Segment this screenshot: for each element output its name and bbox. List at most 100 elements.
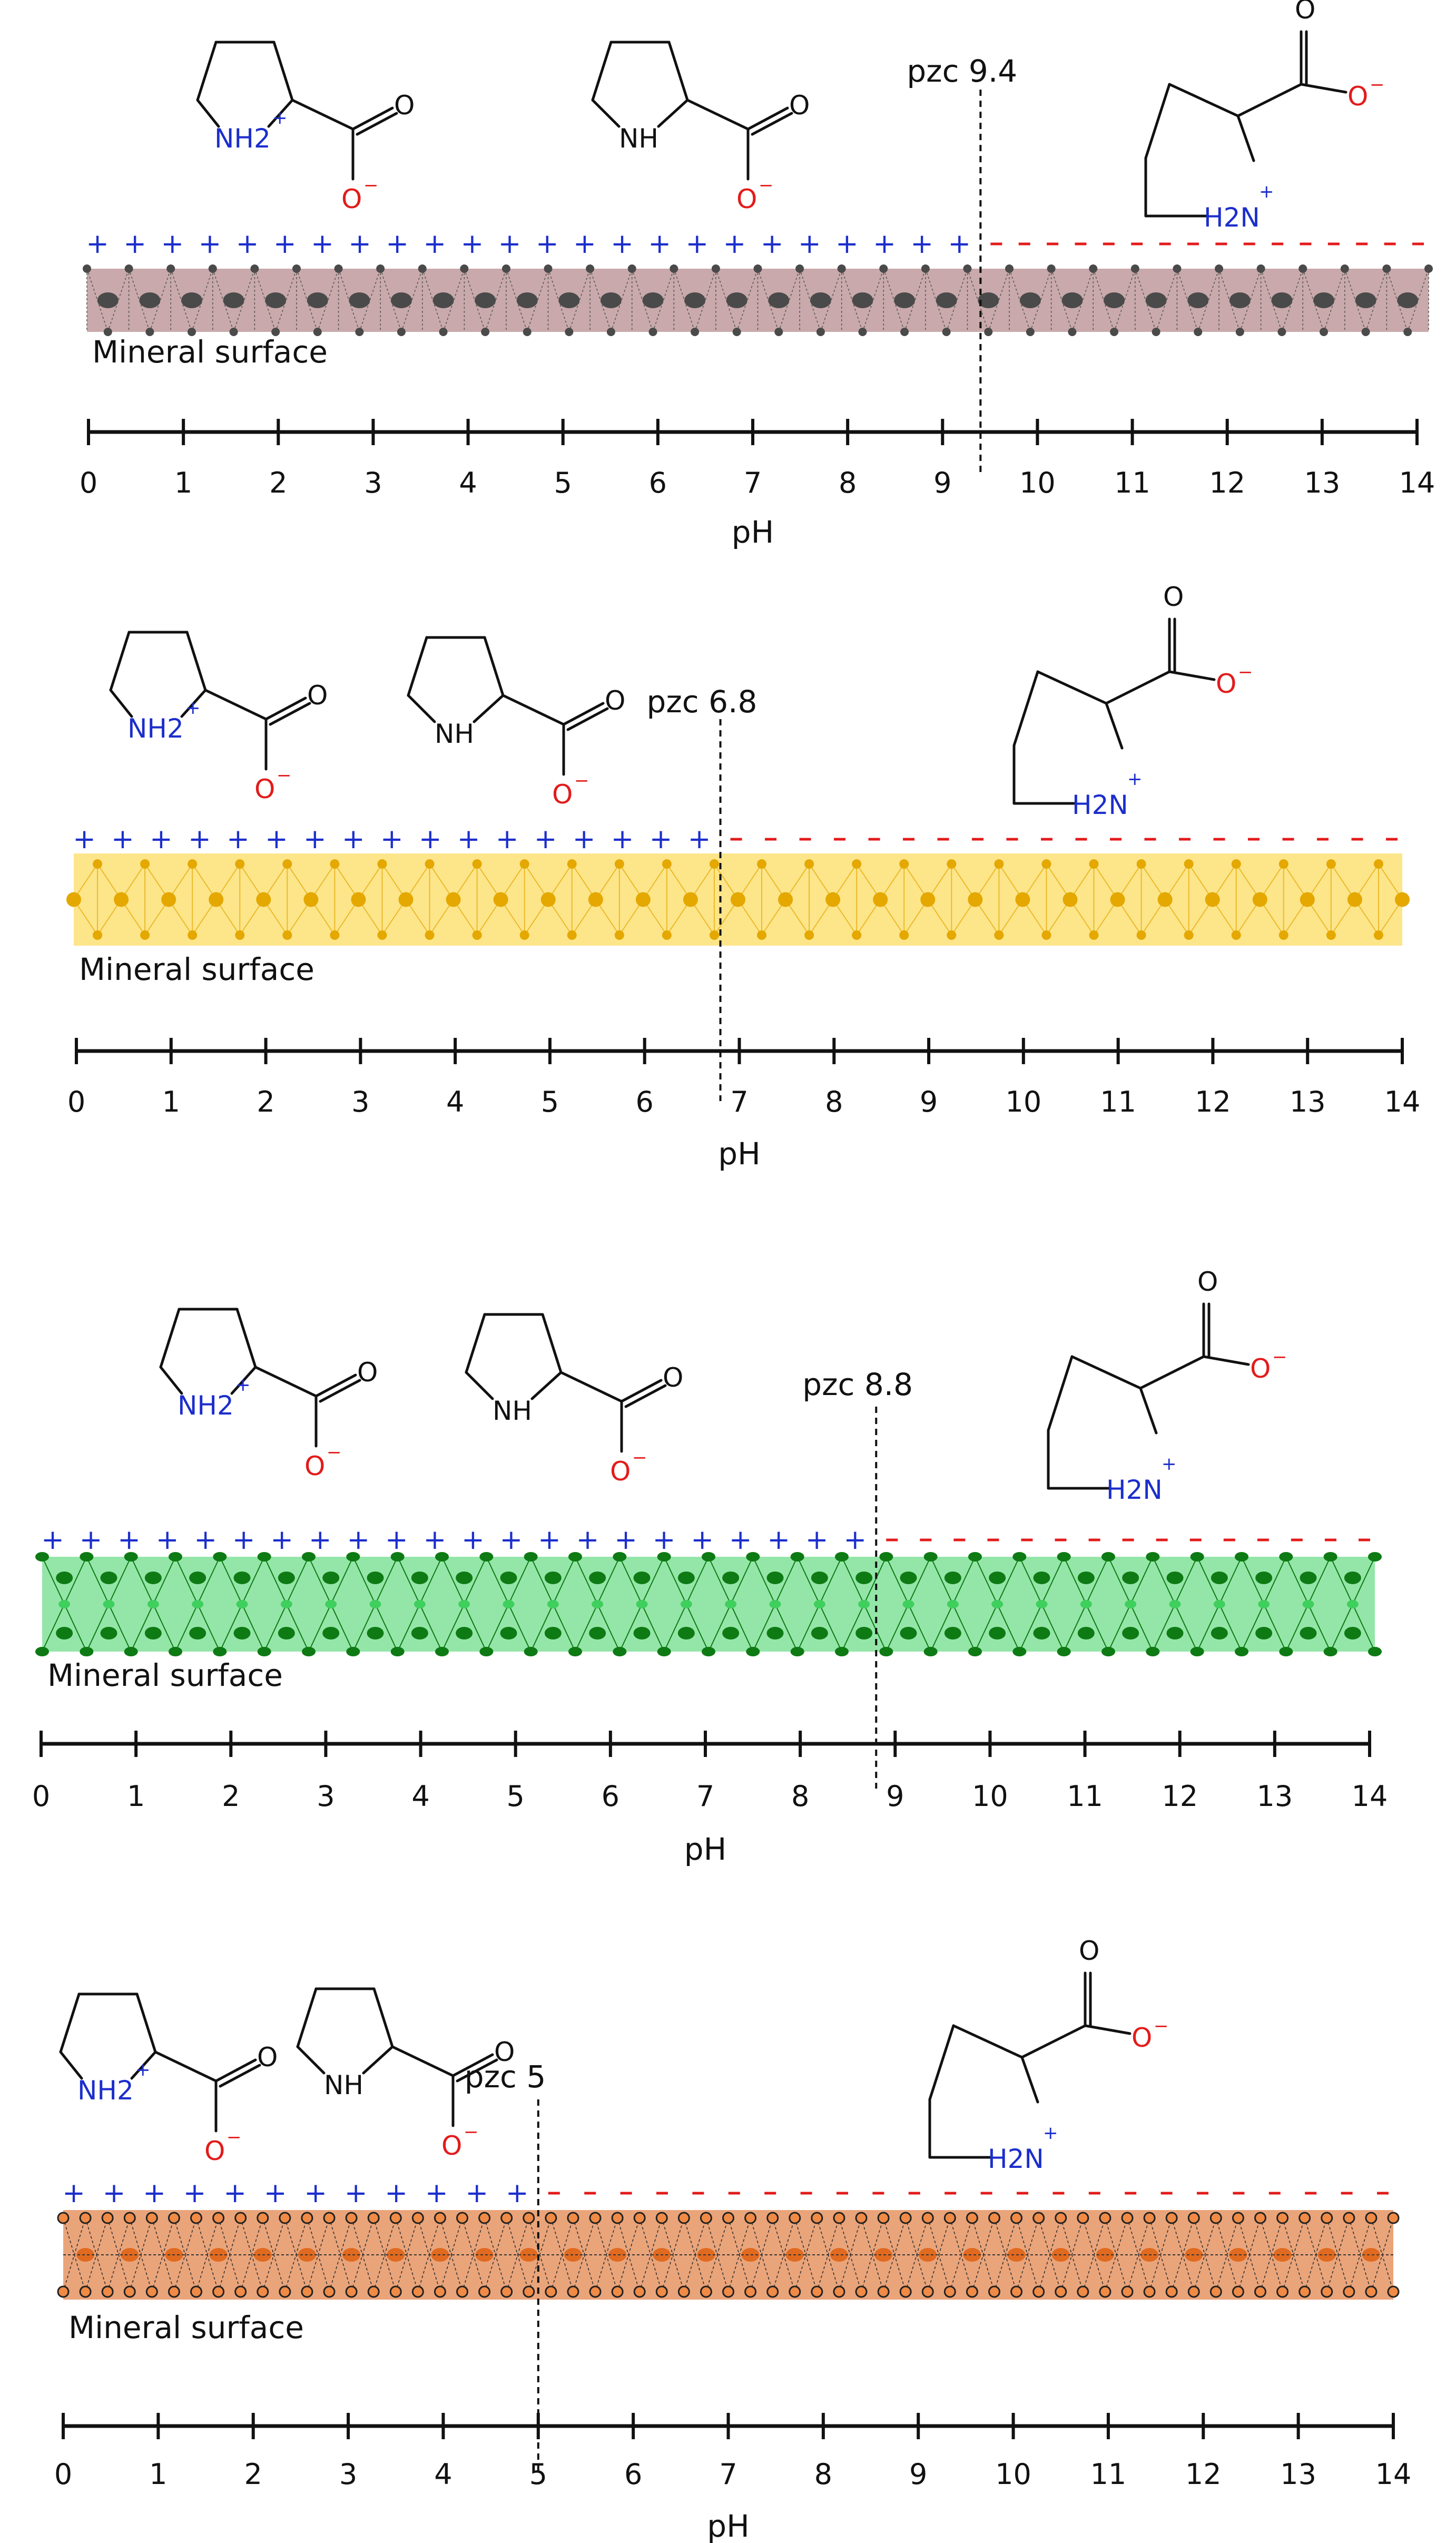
lattice-node (390, 1647, 405, 1656)
bond-line (59, 2050, 83, 2080)
lattice-node (145, 2212, 158, 2224)
lattice-line (1174, 1556, 1198, 1605)
bond-line (928, 2024, 955, 2101)
positive-charge-sign: + (424, 1524, 447, 1556)
lattice-node (568, 1552, 582, 1562)
lattice-node (858, 328, 867, 336)
bond-line (109, 689, 133, 718)
bond-line (657, 99, 689, 128)
lattice-line (952, 1556, 976, 1605)
lattice-node (101, 2212, 114, 2224)
positive-charge-sign: + (573, 228, 596, 260)
bond-line (686, 99, 750, 131)
lattice-line (575, 1604, 598, 1652)
ph-tick-label: 12 (1185, 2458, 1222, 2491)
lattice-node (1089, 859, 1099, 869)
lattice-node (302, 1647, 316, 1656)
lattice-node (1211, 1627, 1228, 1639)
ph-tick-label: 6 (624, 2458, 642, 2491)
ph-tick-label: 10 (1005, 1085, 1041, 1118)
lattice-line (1344, 268, 1366, 332)
lattice-line (219, 1556, 243, 1605)
lattice-node (540, 892, 556, 907)
lattice-node (475, 2248, 494, 2262)
plus-charge: + (1162, 1454, 1177, 1475)
lattice-node (1157, 892, 1173, 907)
minus-charge: − (464, 2122, 479, 2143)
positive-charge-sign: + (386, 228, 409, 260)
lattice-node (768, 292, 790, 308)
lattice-node (209, 892, 224, 907)
bond-line (264, 696, 307, 721)
oxygen-label: O (1250, 1353, 1271, 1384)
ph-tick-label: 14 (1384, 1085, 1421, 1118)
lattice-node (501, 264, 510, 273)
positive-charge-sign: + (573, 823, 596, 855)
positive-charge-sign: + (498, 228, 522, 260)
lattice-node (1387, 2285, 1400, 2298)
ph-tick-label: 13 (1256, 1780, 1293, 1813)
positive-charge-sign: + (380, 823, 404, 855)
bond-line (351, 106, 394, 131)
lattice-node (968, 1552, 982, 1562)
lattice-node (234, 2285, 247, 2298)
positive-charge-sign: + (232, 1524, 255, 1556)
lattice-node (456, 1627, 473, 1639)
bond-line (296, 2045, 326, 2075)
lattice-node (278, 1572, 295, 1584)
bond-line (530, 1371, 563, 1400)
bond-line (272, 41, 294, 102)
lattice-node (124, 264, 133, 273)
lattice-line (486, 1604, 509, 1652)
lattice-node (303, 892, 319, 907)
positive-charge-sign: + (461, 228, 484, 260)
lattice-node (322, 1572, 340, 1584)
positive-charge-sign: + (304, 2177, 327, 2209)
lattice-node (256, 892, 271, 907)
lattice-line (883, 268, 905, 332)
mineral-lattice (66, 859, 1410, 940)
minus-charge: − (632, 1447, 647, 1468)
lattice-node (697, 2248, 715, 2262)
lattice-node (190, 2285, 202, 2298)
lattice-node (435, 1647, 449, 1656)
lattice-node (789, 2212, 801, 2224)
lattice-node (1215, 264, 1224, 273)
plus-charge: + (1127, 769, 1143, 790)
lattice-line (1152, 1556, 1176, 1605)
lattice-node (76, 2248, 95, 2262)
lattice-node (500, 1572, 517, 1584)
lattice-line (1197, 268, 1219, 332)
lattice-node (213, 1647, 227, 1656)
lattice-node (144, 1627, 162, 1639)
positive-charge-sign: + (273, 228, 297, 260)
positive-charge-sign: + (86, 228, 109, 260)
lattice-node (677, 2285, 690, 2298)
lattice-node (855, 2285, 868, 2298)
plus-charge: + (235, 1374, 251, 1396)
lattice-node (711, 264, 720, 273)
lattice-node (1397, 292, 1419, 308)
lattice-line (597, 1556, 621, 1605)
lattice-node (1298, 264, 1307, 273)
lattice-node (301, 2285, 313, 2298)
positive-charge-sign: + (123, 228, 146, 260)
lattice-line (380, 268, 402, 332)
amine-h2n-label: H2N (988, 2144, 1044, 2174)
lattice-node (493, 892, 508, 907)
lattice-line (1241, 1604, 1265, 1652)
lattice-line (296, 268, 318, 332)
lattice-node (1361, 328, 1370, 336)
ph-tick-label: 13 (1290, 1085, 1326, 1118)
amine-nh-label: NH (493, 1396, 532, 1426)
lattice-line (663, 1604, 687, 1652)
lattice-node (516, 292, 538, 308)
lattice-line (673, 268, 695, 332)
lattice-line (774, 1604, 798, 1652)
lattice-line (1108, 1556, 1132, 1605)
lattice-node (1373, 930, 1383, 940)
lattice-node (1184, 930, 1194, 940)
positive-charge-sign: + (161, 228, 184, 260)
lattice-line (568, 268, 591, 332)
